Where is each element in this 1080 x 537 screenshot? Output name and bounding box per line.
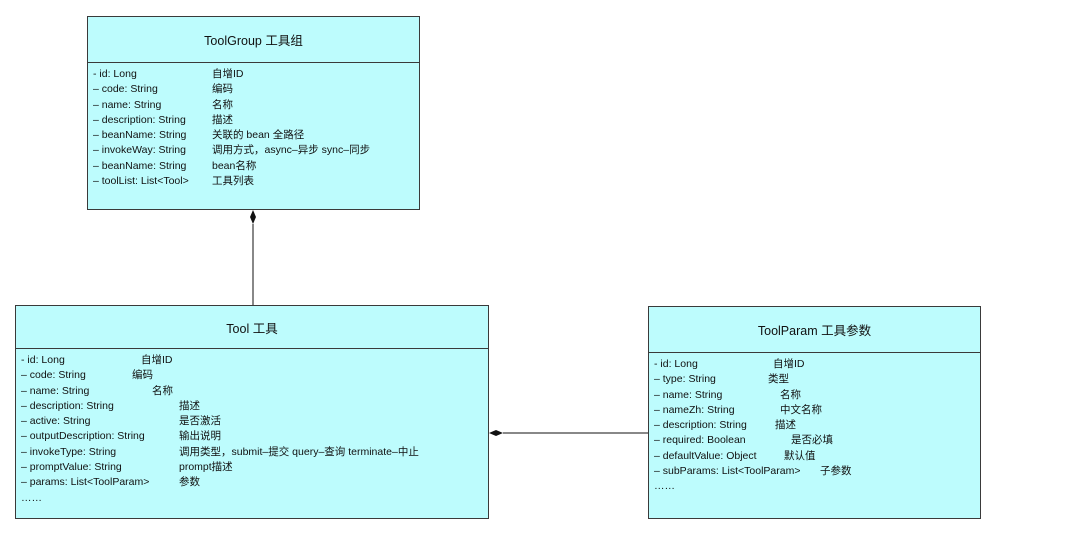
attr-signature: – subParams: List<ToolParam> (654, 465, 801, 478)
tool-attr-promptvalue: – promptValue: String prompt描述 (21, 460, 488, 475)
attr-signature: - id: Long (93, 68, 137, 80)
attr-comment: 调用类型，submit–提交 query–查询 terminate–中止 (179, 445, 419, 458)
toolgroup-attr-name: – name: String 名称 (93, 98, 419, 113)
toolgroup-attributes: - id: Long 自增ID – code: String 编码 – name: … (88, 63, 419, 189)
attr-signature: – name: String (21, 384, 90, 397)
attr-signature: – params: List<ToolParam> (21, 476, 150, 489)
attr-comment: bean名称 (212, 159, 257, 172)
attr-comment: 关联的 bean 全路径 (212, 129, 305, 142)
toolgroup-class-header: ToolGroup 工具组 (88, 17, 419, 63)
toolgroup-attr-code: – code: String 编码 (93, 82, 419, 97)
attr-comment: 自增ID (212, 68, 244, 80)
attr-signature: – description: String (654, 419, 747, 432)
toolparam-class[interactable]: ToolParam 工具参数 - id: Long 自增ID – type: St… (648, 306, 981, 519)
attr-comment: 编码 (132, 369, 153, 382)
attr-comment: 名称 (780, 388, 801, 401)
attr-comment: 自增ID (141, 354, 173, 366)
attr-comment: 描述 (212, 113, 233, 126)
tool-more-ellipsis: …… (21, 491, 42, 504)
attr-comment: 输出说明 (179, 430, 221, 443)
attr-comment: 子参数 (820, 465, 852, 478)
attr-comment: 自增ID (773, 358, 805, 370)
attr-signature: – defaultValue: Object (654, 449, 757, 462)
tool-attr-active: – active: String 是否激活 (21, 414, 488, 429)
attr-comment: 是否激活 (179, 415, 221, 428)
attr-signature: – type: String (654, 373, 716, 386)
tool-class[interactable]: Tool 工具 - id: Long 自增ID – code: String 编码 … (15, 305, 489, 519)
tool-attr-id: - id: Long 自增ID (21, 353, 488, 368)
attr-signature: – invokeType: String (21, 445, 117, 458)
tool-attr-invoketype: – invokeType: String 调用类型，submit–提交 query… (21, 445, 488, 460)
attr-comment: 名称 (152, 384, 173, 397)
attr-comment: 编码 (212, 83, 233, 96)
toolgroup-attr-beanname: – beanName: String 关联的 bean 全路径 (93, 128, 419, 143)
attr-signature: – invokeWay: String (93, 144, 186, 157)
tool-attr-outputdescription: – outputDescription: String 输出说明 (21, 429, 488, 444)
tool-class-title: Tool 工具 (226, 321, 278, 336)
toolparam-attr-name: – name: String 名称 (654, 388, 980, 403)
attr-signature: – description: String (21, 399, 114, 412)
toolparam-attr-subparams: – subParams: List<ToolParam> 子参数 (654, 464, 980, 479)
attr-signature: – beanName: String (93, 159, 187, 172)
attr-comment: 调用方式，async–异步 sync–同步 (212, 144, 371, 157)
attr-signature: – name: String (93, 98, 162, 111)
tool-class-header: Tool 工具 (16, 306, 488, 349)
toolgroup-attr-description: – description: String 描述 (93, 113, 419, 128)
tool-attr-params: – params: List<ToolParam> 参数 (21, 475, 488, 490)
attr-signature: – toolList: List<Tool> (93, 175, 189, 188)
toolparam-attr-description: – description: String 描述 (654, 418, 980, 433)
toolparam-attr-namezh: – nameZh: String 中文名称 (654, 403, 980, 418)
composition-diamond-tool (489, 430, 503, 436)
toolgroup-attr-id: - id: Long 自增ID (93, 67, 419, 82)
toolparam-more-ellipsis: …… (654, 480, 675, 493)
attr-signature: – name: String (654, 388, 723, 401)
tool-attributes: - id: Long 自增ID – code: String 编码 – name: … (16, 349, 488, 506)
attr-comment: 描述 (775, 419, 796, 432)
attr-signature: - id: Long (21, 354, 65, 366)
attr-comment: 名称 (212, 98, 233, 111)
attr-comment: 工具列表 (212, 175, 254, 188)
tool-attr-description: – description: String 描述 (21, 399, 488, 414)
toolparam-attr-id: - id: Long 自增ID (654, 357, 980, 372)
attr-signature: – nameZh: String (654, 403, 735, 416)
attr-comment: prompt描述 (179, 461, 233, 474)
toolparam-attr-defaultvalue: – defaultValue: Object 默认值 (654, 449, 980, 464)
attr-comment: 描述 (179, 399, 200, 412)
toolparam-attr-type: – type: String 类型 (654, 372, 980, 387)
toolgroup-class-title: ToolGroup 工具组 (204, 34, 303, 48)
attr-signature: – code: String (93, 83, 158, 96)
attr-signature: – beanName: String (93, 129, 187, 142)
toolgroup-attr-invokeway: – invokeWay: String 调用方式，async–异步 sync–同步 (93, 143, 419, 158)
attr-signature: - id: Long (654, 358, 698, 370)
attr-comment: 是否必填 (791, 434, 833, 447)
tool-attr-name: – name: String 名称 (21, 384, 488, 399)
toolparam-class-header: ToolParam 工具参数 (649, 307, 980, 353)
attr-signature: – promptValue: String (21, 461, 122, 474)
attr-signature: – outputDescription: String (21, 430, 145, 443)
toolparam-attributes: - id: Long 自增ID – type: String 类型 – name: … (649, 353, 980, 495)
toolgroup-class[interactable]: ToolGroup 工具组 - id: Long 自增ID – code: Str… (87, 16, 420, 210)
toolgroup-attr-beanname-2: – beanName: String bean名称 (93, 159, 419, 174)
attr-comment: 类型 (768, 373, 789, 386)
tool-attr-code: – code: String 编码 (21, 368, 488, 383)
attr-comment: 参数 (179, 476, 200, 489)
attr-comment: 中文名称 (780, 403, 822, 416)
attr-signature: – required: Boolean (654, 434, 746, 447)
attr-signature: – description: String (93, 113, 186, 126)
composition-diamond-toolgroup (250, 210, 256, 224)
attr-comment: 默认值 (784, 449, 816, 462)
toolgroup-attr-toollist: – toolList: List<Tool> 工具列表 (93, 174, 419, 189)
toolparam-class-title: ToolParam 工具参数 (757, 324, 872, 338)
attr-signature: – active: String (21, 415, 91, 428)
toolparam-attr-required: – required: Boolean 是否必填 (654, 433, 980, 448)
attr-signature: – code: String (21, 369, 86, 382)
